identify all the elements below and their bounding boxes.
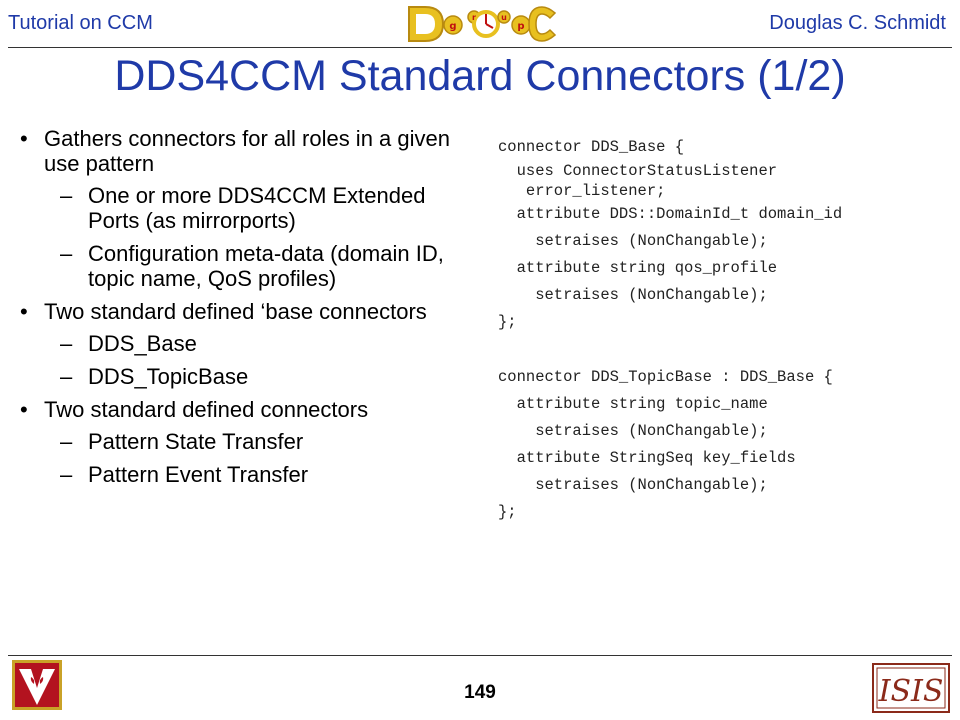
sub-bullet-marker: –	[60, 241, 73, 266]
sub-bullet-item: – DDS_TopicBase	[18, 364, 478, 389]
code-line: uses ConnectorStatusListener	[498, 162, 778, 180]
code-line: setraises (NonChangable);	[498, 286, 768, 304]
sub-bullet-item: – DDS_Base	[18, 331, 478, 356]
sub-bullet-text: DDS_TopicBase	[88, 364, 249, 389]
sub-bullet-marker: –	[60, 462, 73, 487]
code-line: setraises (NonChangable);	[498, 476, 768, 494]
slide-title: DDS4CCM Standard Connectors (1/2)	[114, 52, 846, 100]
page-number: 149	[464, 682, 496, 703]
bullet-item: • Two standard defined connectors	[18, 397, 478, 422]
code-line: connector DDS_TopicBase : DDS_Base {	[498, 368, 833, 386]
logo-letter: u	[501, 13, 507, 22]
sub-bullet-marker: –	[60, 331, 73, 356]
footer-divider	[8, 655, 952, 656]
bullet-marker: •	[20, 299, 28, 324]
code-line: setraises (NonChangable);	[498, 232, 768, 250]
idl-code-listing: connector DDS_Base { uses ConnectorStatu…	[498, 134, 948, 526]
code-line: connector DDS_Base {	[498, 138, 685, 156]
sub-bullet-marker: –	[60, 183, 73, 208]
sub-bullet-item: – Pattern Event Transfer	[18, 462, 478, 487]
logo-letter: r	[472, 13, 476, 22]
header-left-text: Tutorial on CCM	[8, 12, 153, 34]
sub-bullet-text: Pattern Event Transfer	[88, 462, 309, 487]
sub-bullet-marker: –	[60, 364, 73, 389]
code-line: error_listener;	[498, 182, 666, 200]
code-block-gap	[498, 336, 948, 364]
isis-logo: ISIS	[872, 663, 950, 713]
sub-bullet-text: Pattern State Transfer	[88, 429, 304, 454]
code-line: attribute DDS::DomainId_t domain_id	[498, 205, 843, 223]
bullet-text: Two standard defined connectors	[44, 397, 369, 422]
code-line: };	[498, 313, 517, 331]
code-line: setraises (NonChangable);	[498, 422, 768, 440]
sub-bullet-marker: –	[60, 429, 73, 454]
bullet-text: Two standard defined ‘base connectors	[44, 299, 427, 324]
bullet-marker: •	[20, 397, 28, 422]
bullet-item: • Two standard defined ‘base connectors	[18, 299, 478, 324]
code-line: attribute StringSeq key_fields	[498, 449, 796, 467]
header-divider	[8, 47, 952, 48]
sub-bullet-text: DDS_Base	[88, 331, 197, 356]
sub-bullet-text: One or more DDS4CCM Extended Ports (as m…	[88, 183, 426, 233]
sub-bullet-text: Configuration meta-data (domain ID, topi…	[88, 241, 444, 291]
bullet-item: • Gathers connectors for all roles in a …	[18, 126, 478, 176]
bullet-text: Gathers connectors for all roles in a gi…	[44, 126, 450, 176]
bullet-list: • Gathers connectors for all roles in a …	[18, 126, 478, 495]
doc-group-logo: g r u p D C	[403, 3, 559, 45]
sub-bullet-item: – Configuration meta-data (domain ID, to…	[18, 241, 478, 291]
logo-letter: g	[449, 21, 456, 32]
code-line: attribute string qos_profile	[498, 259, 778, 277]
isis-logo-text: ISIS	[878, 674, 944, 709]
sub-bullet-item: – One or more DDS4CCM Extended Ports (as…	[18, 183, 478, 233]
sub-bullet-item: – Pattern State Transfer	[18, 429, 478, 454]
header-right-text: Douglas C. Schmidt	[769, 12, 946, 34]
bullet-marker: •	[20, 126, 28, 151]
logo-letter: p	[517, 21, 524, 32]
vanderbilt-logo	[12, 660, 62, 710]
code-line: attribute string topic_name	[498, 395, 768, 413]
code-line: };	[498, 503, 517, 521]
